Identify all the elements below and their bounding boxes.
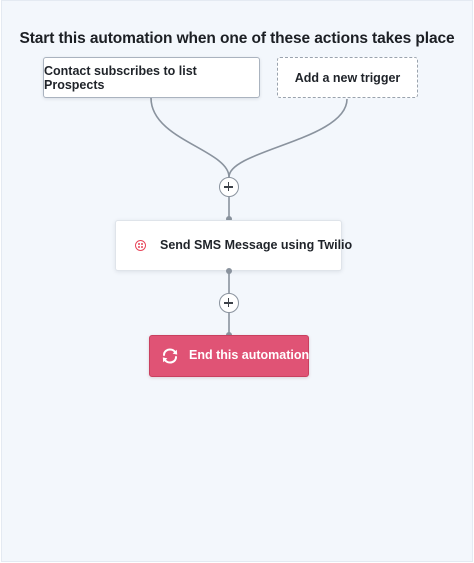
action-label: Send SMS Message using Twilio (160, 238, 353, 252)
end-automation-label: End this automation (189, 348, 310, 362)
connector-dot (226, 216, 232, 222)
add-trigger-label: Add a new trigger (294, 70, 401, 85)
add-step-button[interactable] (219, 293, 239, 313)
add-trigger-button[interactable]: Add a new trigger (277, 57, 418, 98)
refresh-arrows-icon (162, 348, 178, 364)
trigger-label: Contact subscribes to list Prospects (44, 63, 197, 92)
connector-trigger-1 (150, 97, 230, 178)
page-title: Start this automation when one of these … (19, 30, 455, 47)
connector-trigger-2 (228, 98, 348, 178)
connector-dot (226, 268, 232, 274)
twilio-icon (135, 240, 146, 251)
end-automation-button[interactable] (149, 335, 309, 377)
trigger-contact-subscribes[interactable]: Contact subscribes to list Prospects (43, 57, 260, 98)
add-step-button[interactable] (219, 177, 239, 197)
